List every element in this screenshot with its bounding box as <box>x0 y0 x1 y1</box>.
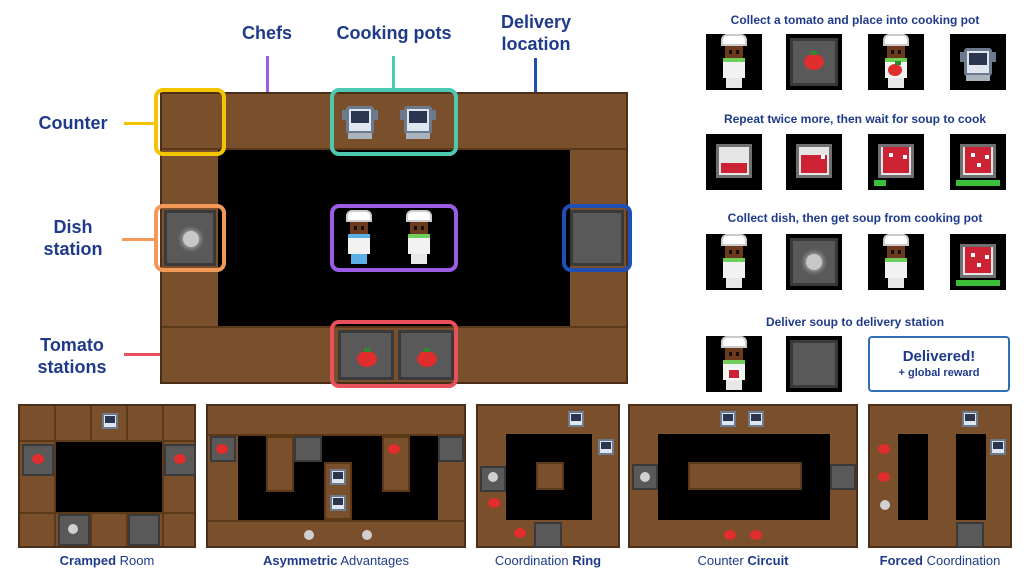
dish-connector <box>122 238 156 241</box>
cooking-pot-icon <box>342 100 378 140</box>
tomato-stations-label: Tomato stations <box>26 334 118 378</box>
step1-chef-tomato-icon <box>868 34 924 90</box>
delivery-label-line2: location <box>501 34 571 54</box>
counter-highlight <box>154 88 226 156</box>
step4-chef-soup-icon <box>706 336 762 392</box>
caption-coordination-ring: Coordination Ring <box>494 553 602 568</box>
layout-cramped-room <box>18 404 196 548</box>
step2-pot-2-icon <box>786 134 842 190</box>
tomato-label-line1: Tomato <box>40 335 104 355</box>
step4-delivery-station-icon <box>786 336 842 392</box>
chefs-label: Chefs <box>241 23 292 43</box>
dish-station-highlight <box>154 204 226 272</box>
step3-dish-station-icon <box>786 234 842 290</box>
step3-chef-icon <box>706 234 762 290</box>
step1-pot-icon <box>950 34 1006 90</box>
chefs-highlight <box>330 204 458 272</box>
layout-coordination-ring <box>476 404 620 548</box>
delivery-tile <box>570 210 624 266</box>
chef-green-icon <box>404 210 434 266</box>
step2-pot-cooked-icon <box>950 134 1006 190</box>
counter-row-bottom <box>162 326 626 328</box>
caption-cramped-room: Cramped Room <box>59 553 155 568</box>
step-2-title: Repeat twice more, then wait for soup to… <box>723 112 987 126</box>
layout-counter-circuit <box>628 404 858 548</box>
tomato-stations-highlight <box>330 320 458 388</box>
cooking-pot-icon <box>400 100 436 140</box>
step-1-title: Collect a tomato and place into cooking … <box>730 13 980 27</box>
dish-icon <box>806 254 822 270</box>
cooking-pots-highlight <box>330 88 458 156</box>
step2-pot-1-icon <box>706 134 762 190</box>
step-4-title: Deliver soup to delivery station <box>765 315 945 329</box>
counter-connector <box>124 122 156 125</box>
caption-forced-coordination: Forced Coordination <box>879 553 1001 568</box>
layout-forced-coordination <box>868 404 1012 548</box>
tomato-icon <box>417 348 437 367</box>
tomato-station-1 <box>338 330 394 380</box>
pots-connector <box>392 56 395 88</box>
tomato-label-line2: stations <box>37 357 107 377</box>
kitchen-floor <box>218 150 570 326</box>
step-3-title: Collect dish, then get soup from cooking… <box>727 211 983 225</box>
dish-label-line2: station <box>43 239 103 259</box>
delivered-subtitle: + global reward <box>898 367 980 379</box>
delivery-label-line1: Delivery <box>500 12 572 32</box>
dish-station-tile <box>164 210 216 266</box>
step1-tomato-station-icon <box>786 34 842 90</box>
dish-icon <box>183 231 199 247</box>
cooking-pots-label: Cooking pots <box>336 23 452 43</box>
counter-label: Counter <box>38 113 108 133</box>
delivery-location-label: Delivery location <box>490 11 582 55</box>
main-kitchen-layout <box>160 92 628 384</box>
tomato-icon <box>804 51 824 70</box>
delivered-box: Delivered! + global reward <box>868 336 1010 392</box>
step2-pot-3-icon <box>868 134 924 190</box>
step1-chef-icon <box>706 34 762 90</box>
layout-asymmetric-advantages <box>206 404 466 548</box>
step3-chef-dish-icon <box>868 234 924 290</box>
counter-row-top <box>162 148 626 150</box>
delivery-highlight <box>562 204 632 272</box>
caption-counter-circuit: Counter Circuit <box>697 553 789 568</box>
dish-label-line1: Dish <box>53 217 93 237</box>
caption-asymmetric-advantages: Asymmetric Advantages <box>263 553 409 568</box>
step3-soup-ready-icon <box>950 234 1006 290</box>
tomato-icon <box>357 348 377 367</box>
chef-blue-icon <box>344 210 374 266</box>
dish-station-label: Dish station <box>30 216 116 260</box>
delivered-title: Delivered! <box>902 348 976 365</box>
tomato-station-2 <box>398 330 454 380</box>
cooking-pot-icon <box>100 410 120 432</box>
